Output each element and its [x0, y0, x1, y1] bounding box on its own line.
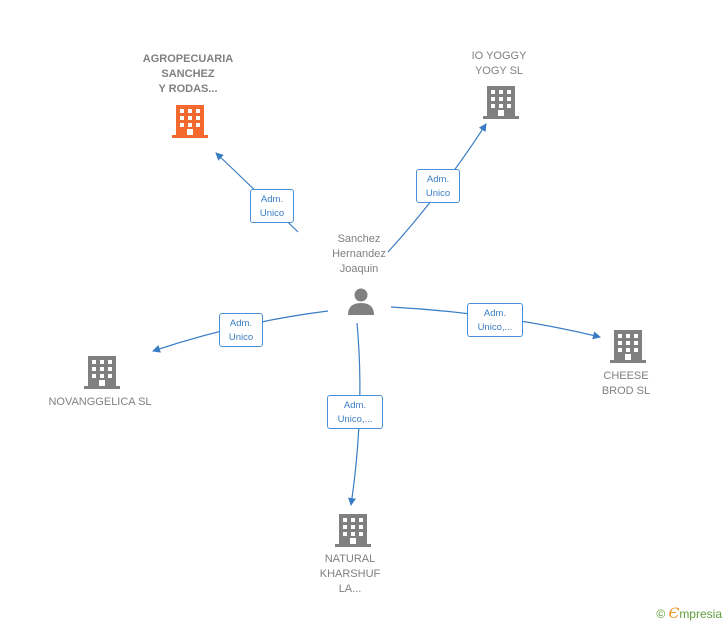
company-label-ioyoggy[interactable]: IO YOGGY YOGY SL: [471, 50, 527, 77]
company-label-cheese[interactable]: CHEESE BROD SL: [601, 370, 651, 397]
copyright-symbol: ©: [656, 607, 666, 621]
building-icon-natural[interactable]: [335, 512, 371, 548]
company-label-natural[interactable]: NATURAL KHARSHUF LA...: [319, 553, 381, 595]
building-icon-novang[interactable]: [84, 354, 120, 390]
brand-text: mpresia: [679, 607, 722, 621]
role-badge-agro[interactable]: Adm. Unico: [250, 189, 294, 223]
building-icon-cheese[interactable]: [610, 328, 646, 364]
role-badge-cheese[interactable]: Adm. Unico,...: [467, 303, 523, 337]
building-icon-ioyoggy[interactable]: [483, 84, 519, 120]
role-badge-natural[interactable]: Adm. Unico,...: [327, 395, 383, 429]
role-badge-novang[interactable]: Adm. Unico: [219, 313, 263, 347]
company-label-novang[interactable]: NOVANGGELICA SL: [48, 396, 152, 408]
role-badge-ioyoggy[interactable]: Adm. Unico: [416, 169, 460, 203]
brand-logo: © Єmpresia: [656, 606, 722, 622]
person-icon[interactable]: [346, 286, 376, 316]
brand-e-glyph: Є: [668, 606, 680, 622]
center-person-name: Sanchez Hernandez Joaquin: [332, 233, 386, 275]
company-label-agro[interactable]: AGROPECUARIA SANCHEZ Y RODAS...: [142, 53, 234, 95]
building-icon-agro[interactable]: [172, 103, 208, 139]
